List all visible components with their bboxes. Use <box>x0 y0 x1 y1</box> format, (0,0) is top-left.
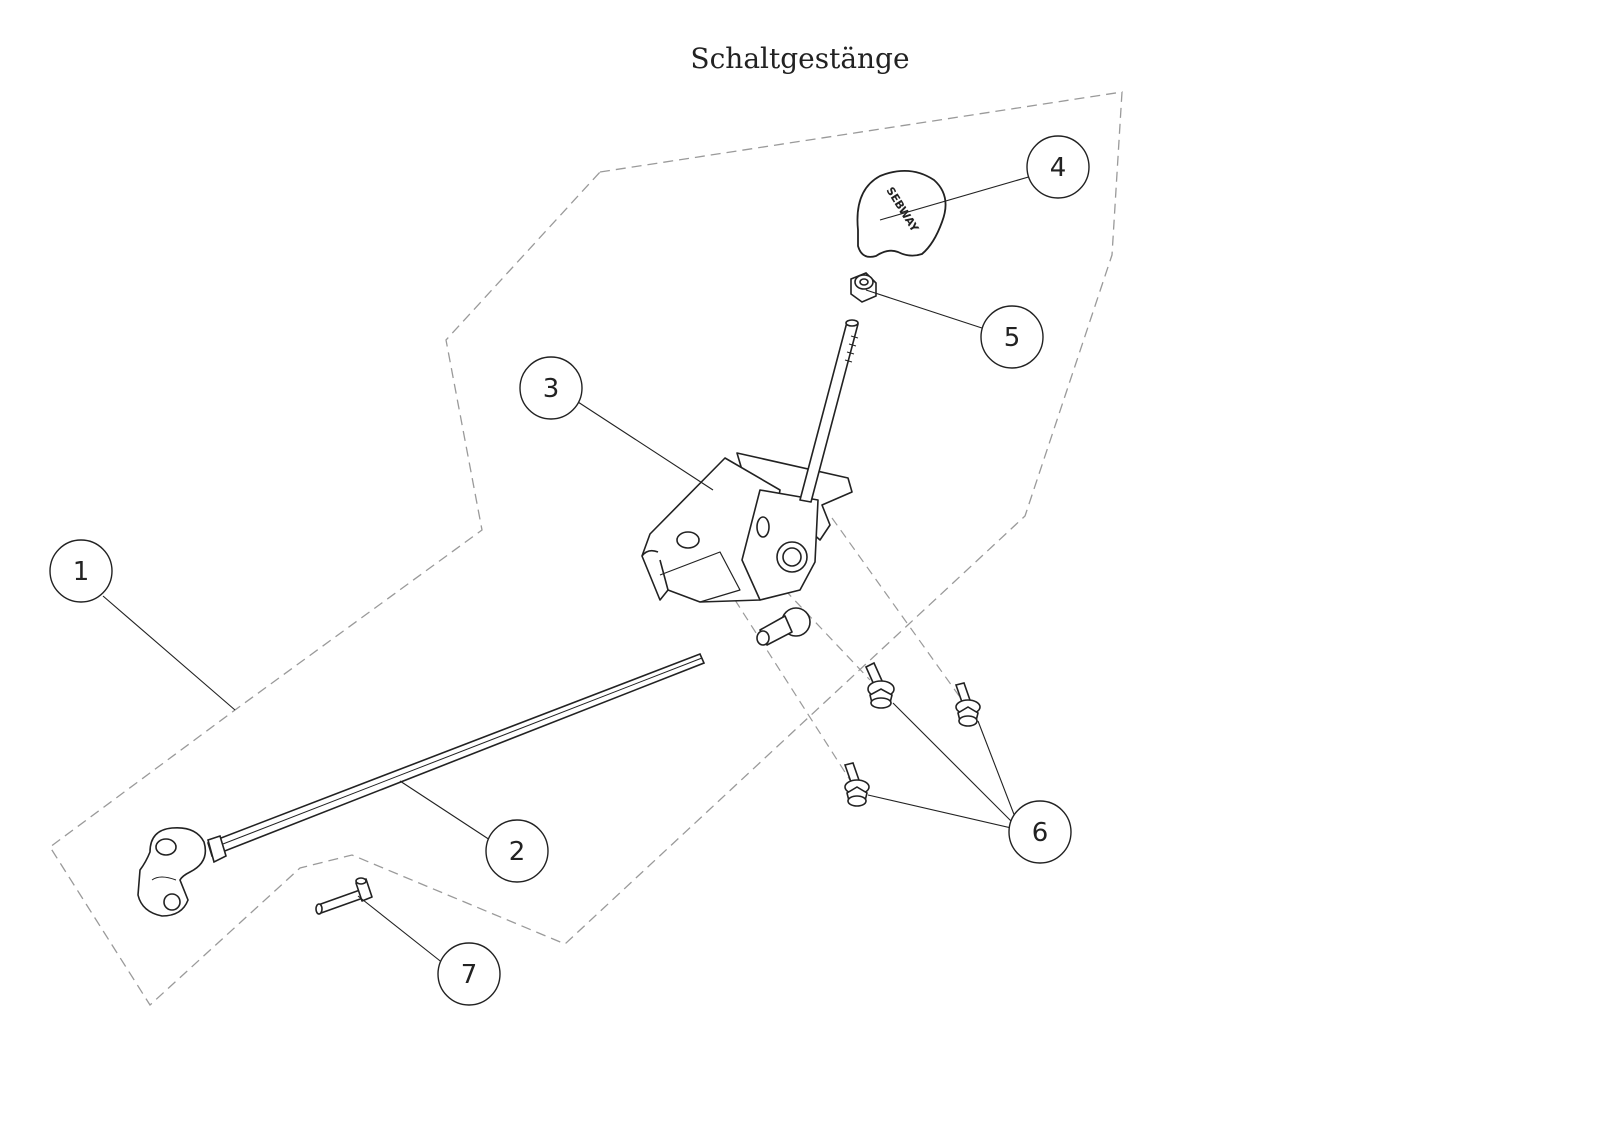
leader-lines <box>102 175 1033 965</box>
callout-6-label: 6 <box>1032 818 1049 848</box>
callout-1-label: 1 <box>73 557 90 587</box>
nut <box>850 272 877 303</box>
alignment-lines <box>734 517 963 781</box>
flange-screw-b <box>954 682 981 727</box>
shift-rod <box>137 652 706 917</box>
callout-2: 2 <box>485 819 549 883</box>
callout-5: 5 <box>980 305 1044 369</box>
callout-5-label: 5 <box>1004 323 1021 353</box>
callout-6: 6 <box>1008 800 1072 864</box>
callout-1: 1 <box>49 539 113 603</box>
callout-2-label: 2 <box>509 837 526 867</box>
callout-7: 7 <box>437 942 501 1006</box>
callout-3: 3 <box>519 356 583 420</box>
diagram-title: Schaltgestänge <box>690 42 910 75</box>
callout-7-label: 7 <box>461 960 478 990</box>
assembly-boundary-dashed <box>49 91 1123 1007</box>
flange-screw-a <box>864 661 895 709</box>
callout-3-label: 3 <box>543 374 560 404</box>
shifter-bracket-assembly <box>641 319 859 646</box>
flange-screw-c <box>843 762 870 807</box>
bolt <box>315 877 373 915</box>
callout-4: 4 <box>1026 135 1090 199</box>
callout-4-label: 4 <box>1050 153 1067 183</box>
